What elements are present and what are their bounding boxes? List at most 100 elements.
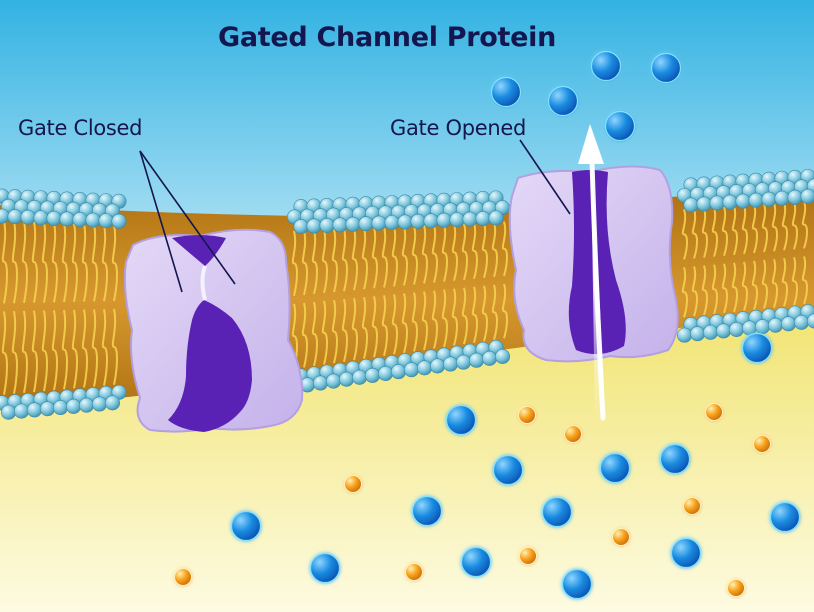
orange-ion-sphere-icon [405,563,423,581]
lipid-tail [361,296,368,359]
closed-channel-lumen [168,300,252,432]
lipid-tail [681,267,688,318]
phospholipid-head [754,319,770,335]
lipid-tail [91,309,98,387]
phospholipid-head [377,366,393,382]
phospholipid-head [293,219,309,235]
lipid-tail [431,224,438,283]
lipid-tail [761,203,768,253]
lipid-tail [711,264,718,315]
lipid-tail [501,221,508,277]
blue-ion-sphere-icon [547,85,579,117]
page-title: Gated Channel Protein [218,22,557,53]
closed-gate [172,235,226,266]
lipid-tail [61,309,68,390]
lipid-tail [801,200,808,249]
phospholipid-head [800,188,814,204]
blue-ion-sphere-icon [604,110,636,142]
lipid-tail [41,310,48,392]
lipid-tail [291,303,298,369]
phospholipid-head [683,197,699,213]
lipid-tail [101,308,108,386]
phospholipid-head [345,216,361,232]
lipid-tail [471,222,478,280]
phospholipid-head [39,401,55,417]
lipid-tail [731,205,738,256]
lipid-tail [1,311,8,395]
lipid-tail [451,288,458,346]
phospholipid-head [46,210,62,226]
lipid-tail [311,301,318,367]
gated-channel-closed-icon [123,228,304,433]
lipid-tail [781,257,788,307]
lipid-tail [311,229,318,295]
lipid-tail [461,287,468,345]
lipid-tail [381,226,388,288]
phospholipid-head [761,191,777,207]
lipid-tail [411,292,418,352]
orange-ion-sphere-icon [612,528,630,546]
lipid-tail [491,284,498,340]
phospholipid-head [66,398,82,414]
phospholipid-head [92,396,108,412]
label-gate-opened: Gate Opened [390,116,527,140]
phospholipid-head [403,362,419,378]
phospholipid-head [351,369,367,385]
lipid-tail [741,261,748,311]
blue-ion-sphere-icon [590,50,622,82]
lipid-tails [1,200,808,395]
phospholipid-head [410,213,426,229]
lipid-tail [351,297,358,361]
phospholipid-head [26,402,42,418]
orange-ion-sphere-icon [683,497,701,515]
blue-ion-sphere-icon [460,546,492,578]
ions [174,50,801,600]
lipid-tail [111,224,118,302]
phospholipid-head [319,217,335,233]
blue-ion-sphere-icon [490,76,522,108]
phospholipid-head [33,210,49,226]
blue-ion-sphere-icon [411,495,443,527]
phospholipid-head [72,212,88,228]
blue-ion-sphere-icon [445,404,477,436]
lipid-tail [31,310,38,393]
blue-ion-sphere-icon [561,568,593,600]
lipid-tail [481,222,488,279]
lipid-tail [501,283,508,339]
blue-ion-sphere-icon [650,52,682,84]
lipid-tail [11,220,18,304]
closed-channel-cut-line [200,265,207,301]
phospholipid-head [767,317,783,333]
phospholipid-head [364,367,380,383]
phospholipid-head [423,213,439,229]
lipid-tail [771,258,778,308]
phospholipid-head [787,189,803,205]
lipid-tail [751,260,758,310]
phospholipid-head [79,397,95,413]
phospholipid-head [371,215,387,231]
phospholipid-head [306,218,322,234]
phospholipid-head [807,313,814,329]
phospholipid-head [312,375,328,391]
lipid-tail [81,223,88,302]
lipid-tail [751,204,758,254]
lipid-tail [401,293,408,354]
lipid-tail [441,289,448,348]
phospholipid-head [59,211,75,227]
phospholipid-head [481,350,497,366]
lipid-tail [391,226,398,287]
phospholipid-head [475,211,491,227]
blue-ion-sphere-icon [741,332,773,364]
lipid-tail [451,223,458,281]
phospholipid-head [455,354,471,370]
blue-ion-sphere-icon [541,496,573,528]
phospholipid-head [722,194,738,210]
lipid-tail [301,302,308,368]
gate-opened-callout [519,139,571,215]
lipid-tail [681,209,688,260]
phospholipid-head [696,196,712,212]
orange-ion-sphere-icon [518,406,536,424]
lipid-tail [351,228,358,291]
up-arrow-icon [578,124,606,421]
